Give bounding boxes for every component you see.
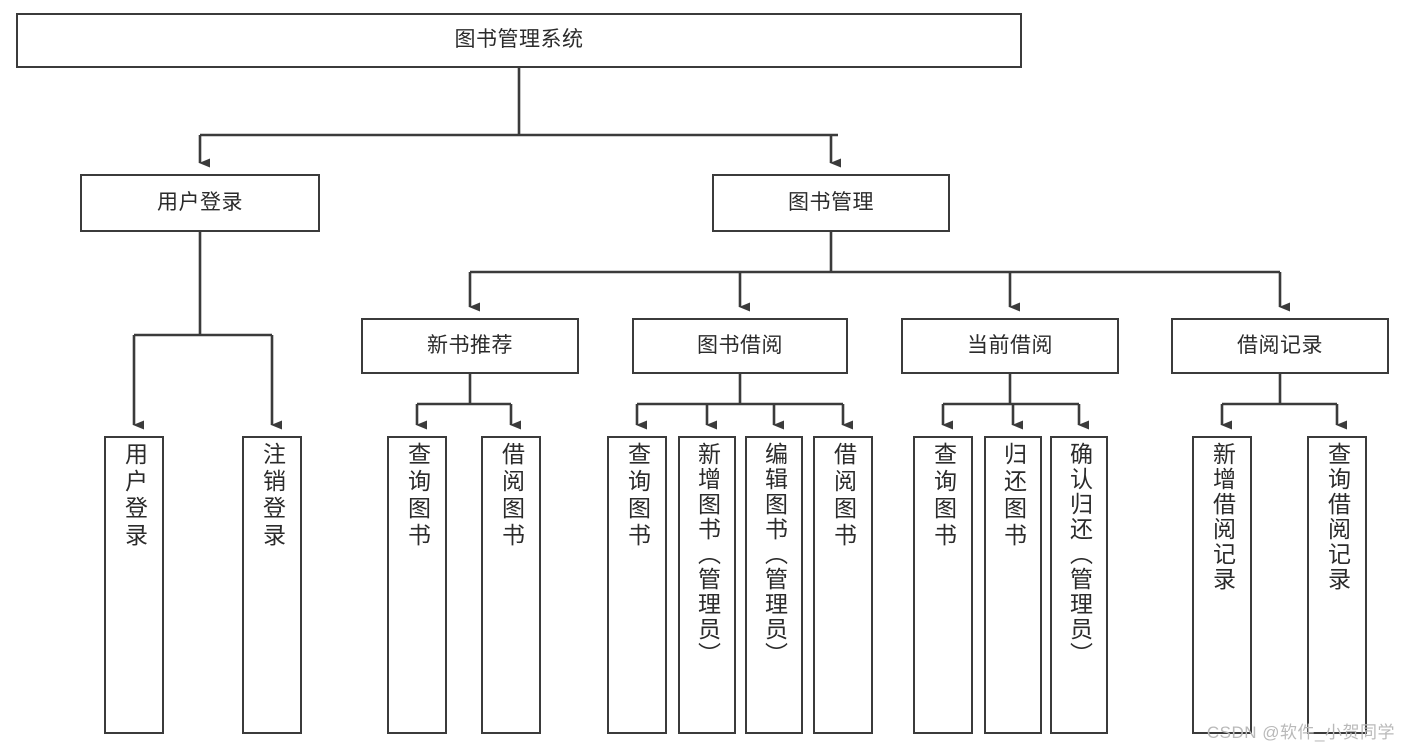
- leaf-label: 查询图书: [930, 442, 957, 550]
- node-label: 借阅记录: [1237, 333, 1323, 357]
- leaf-borrow-book-recommend[interactable]: 借阅图书: [481, 436, 541, 734]
- watermark: CSDN @软件_小贺同学: [1206, 723, 1395, 742]
- leaf-logout-login[interactable]: 注销登录: [242, 436, 302, 734]
- node-book-borrow[interactable]: 图书借阅: [632, 318, 848, 374]
- leaf-label: 注销登录: [259, 442, 286, 550]
- leaf-query-book-borrow[interactable]: 查询图书: [607, 436, 667, 734]
- leaf-query-book-recommend[interactable]: 查询图书: [387, 436, 447, 734]
- leaf-label: 编辑图书（管理员）: [761, 442, 788, 667]
- leaf-return-book[interactable]: 归还图书: [984, 436, 1042, 734]
- node-label: 图书管理: [788, 190, 874, 214]
- leaf-add-borrow-record[interactable]: 新增借阅记录: [1192, 436, 1252, 734]
- leaf-add-book-admin[interactable]: 新增图书（管理员）: [678, 436, 736, 734]
- leaf-query-borrow-record[interactable]: 查询借阅记录: [1307, 436, 1367, 734]
- leaf-label: 归还图书: [1000, 442, 1027, 550]
- node-current-borrow[interactable]: 当前借阅: [901, 318, 1119, 374]
- leaf-label: 查询图书: [624, 442, 651, 550]
- node-label: 当前借阅: [967, 333, 1053, 357]
- leaf-label: 用户登录: [121, 442, 148, 550]
- node-book-management[interactable]: 图书管理: [712, 174, 950, 232]
- leaf-label: 确认归还（管理员）: [1066, 442, 1093, 667]
- node-root-system[interactable]: 图书管理系统: [16, 13, 1022, 68]
- leaf-query-book-current[interactable]: 查询图书: [913, 436, 973, 734]
- leaf-user-login[interactable]: 用户登录: [104, 436, 164, 734]
- leaf-label: 借阅图书: [830, 442, 857, 550]
- leaf-label: 新增借阅记录: [1209, 442, 1236, 592]
- leaf-label: 查询借阅记录: [1324, 442, 1351, 592]
- leaf-confirm-return-admin[interactable]: 确认归还（管理员）: [1050, 436, 1108, 734]
- leaf-label: 借阅图书: [498, 442, 525, 550]
- node-user-login[interactable]: 用户登录: [80, 174, 320, 232]
- node-borrow-record[interactable]: 借阅记录: [1171, 318, 1389, 374]
- node-label: 图书借阅: [697, 333, 783, 357]
- leaf-borrow-book[interactable]: 借阅图书: [813, 436, 873, 734]
- node-label: 新书推荐: [427, 333, 513, 357]
- leaf-edit-book-admin[interactable]: 编辑图书（管理员）: [745, 436, 803, 734]
- node-root-label: 图书管理系统: [454, 28, 584, 52]
- node-label: 用户登录: [157, 190, 243, 214]
- leaf-label: 新增图书（管理员）: [694, 442, 721, 667]
- node-new-book-recommend[interactable]: 新书推荐: [361, 318, 579, 374]
- leaf-label: 查询图书: [404, 442, 431, 550]
